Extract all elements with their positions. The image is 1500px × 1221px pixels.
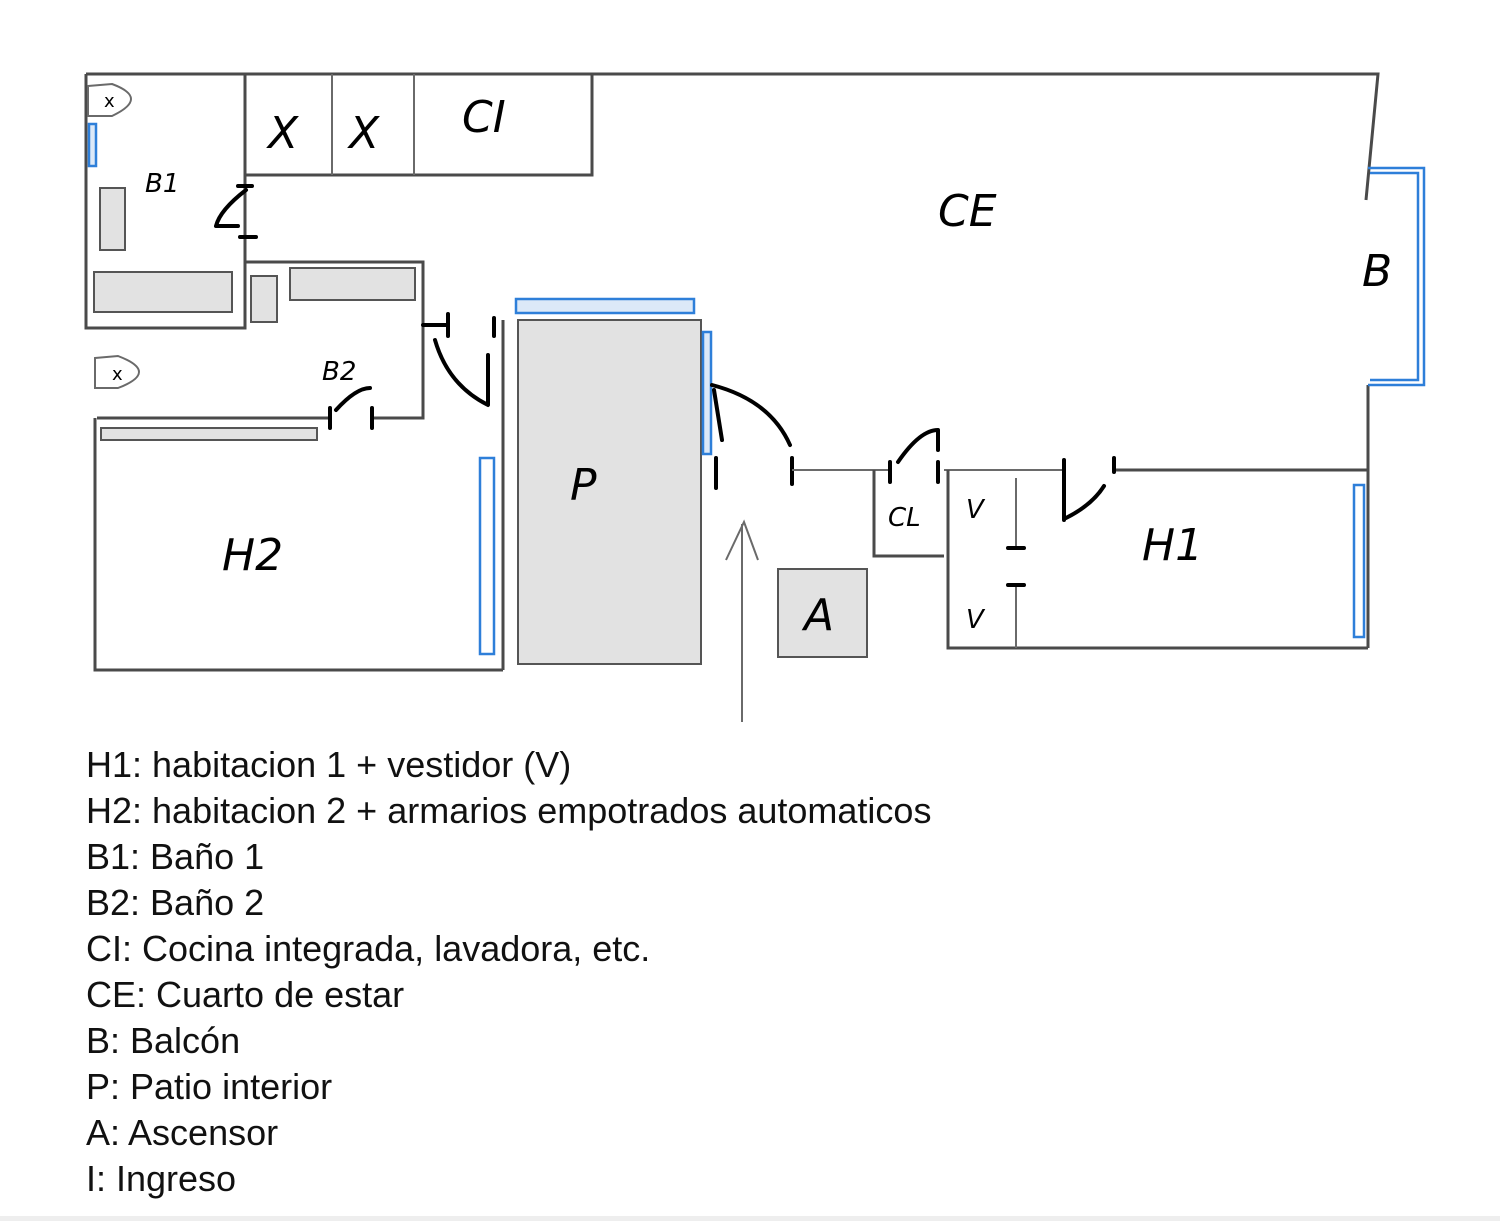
legend-item-ce: CE: Cuarto de estar (86, 974, 405, 1015)
left-wall-b1 (84, 74, 247, 330)
legend-item-h1: H1: habitacion 1 + vestidor (V) (86, 744, 572, 785)
label-x2: X (347, 108, 380, 159)
shower-b1 (99, 187, 126, 251)
shelf-b2 (250, 275, 278, 323)
label-cl: CL (888, 503, 921, 533)
wall-h2 (93, 320, 505, 672)
window-h2 (478, 456, 496, 656)
legend-item-b: B: Balcón (86, 1020, 241, 1061)
entrance-door (710, 383, 794, 490)
wall-b2 (97, 260, 425, 420)
legend-item-a: A: Ascensor (86, 1112, 279, 1153)
door-h1 (1062, 456, 1116, 522)
closet-cl (872, 470, 944, 558)
label-b2: B2 (322, 357, 356, 387)
legend-item-b2: B2: Baño 2 (86, 882, 265, 923)
toilet-b1 (87, 82, 132, 117)
label-x1: X (266, 108, 299, 159)
legend: H1: habitacion 1 + vestidor (V) H2: habi… (86, 742, 931, 1202)
label-a: A (801, 590, 834, 641)
window-h1 (1352, 483, 1366, 639)
window-patio-side (701, 330, 713, 456)
bathtub-b1 (93, 271, 233, 313)
bottom-strip (0, 1216, 1500, 1221)
wall-h1 (946, 468, 1368, 650)
door-b1 (214, 184, 258, 239)
elevator (777, 568, 868, 658)
door-b2 (328, 386, 374, 430)
toilet-b1-mark: x (104, 91, 115, 112)
door-cl (888, 428, 940, 484)
window-b1 (87, 122, 98, 168)
sink-b2 (289, 267, 416, 301)
label-v2: V (966, 605, 986, 635)
legend-item-b1: B1: Baño 1 (86, 836, 265, 877)
floor-plan: x B1 x B2 H2 P I CE B CL V V H1 A X X (84, 72, 1426, 722)
label-p: P (570, 460, 597, 511)
wardrobe-h2 (100, 427, 318, 441)
legend-item-p: P: Patio interior (86, 1066, 333, 1107)
kitchen-block (243, 72, 594, 177)
entrance-arrow (725, 519, 759, 722)
label-h2: H2 (222, 530, 283, 581)
label-v1: V (966, 495, 986, 525)
label-ci: CI (462, 92, 506, 143)
door-h2 (421, 312, 496, 407)
legend-item-i: I: Ingreso (86, 1158, 237, 1199)
legend-item-ci: CI: Cocina integrada, lavadora, etc. (86, 928, 651, 969)
label-b: B (1362, 246, 1392, 297)
window-patio-top (514, 297, 696, 315)
balcony (1368, 166, 1426, 387)
legend-item-h2: H2: habitacion 2 + armarios empotrados a… (86, 790, 932, 831)
patio (517, 319, 702, 665)
label-h1: H1 (1142, 520, 1203, 571)
toilet-b2 (94, 354, 140, 389)
label-ce: CE (938, 186, 997, 237)
toilet-b2-mark: x (112, 364, 123, 385)
label-b1: B1 (145, 169, 179, 199)
